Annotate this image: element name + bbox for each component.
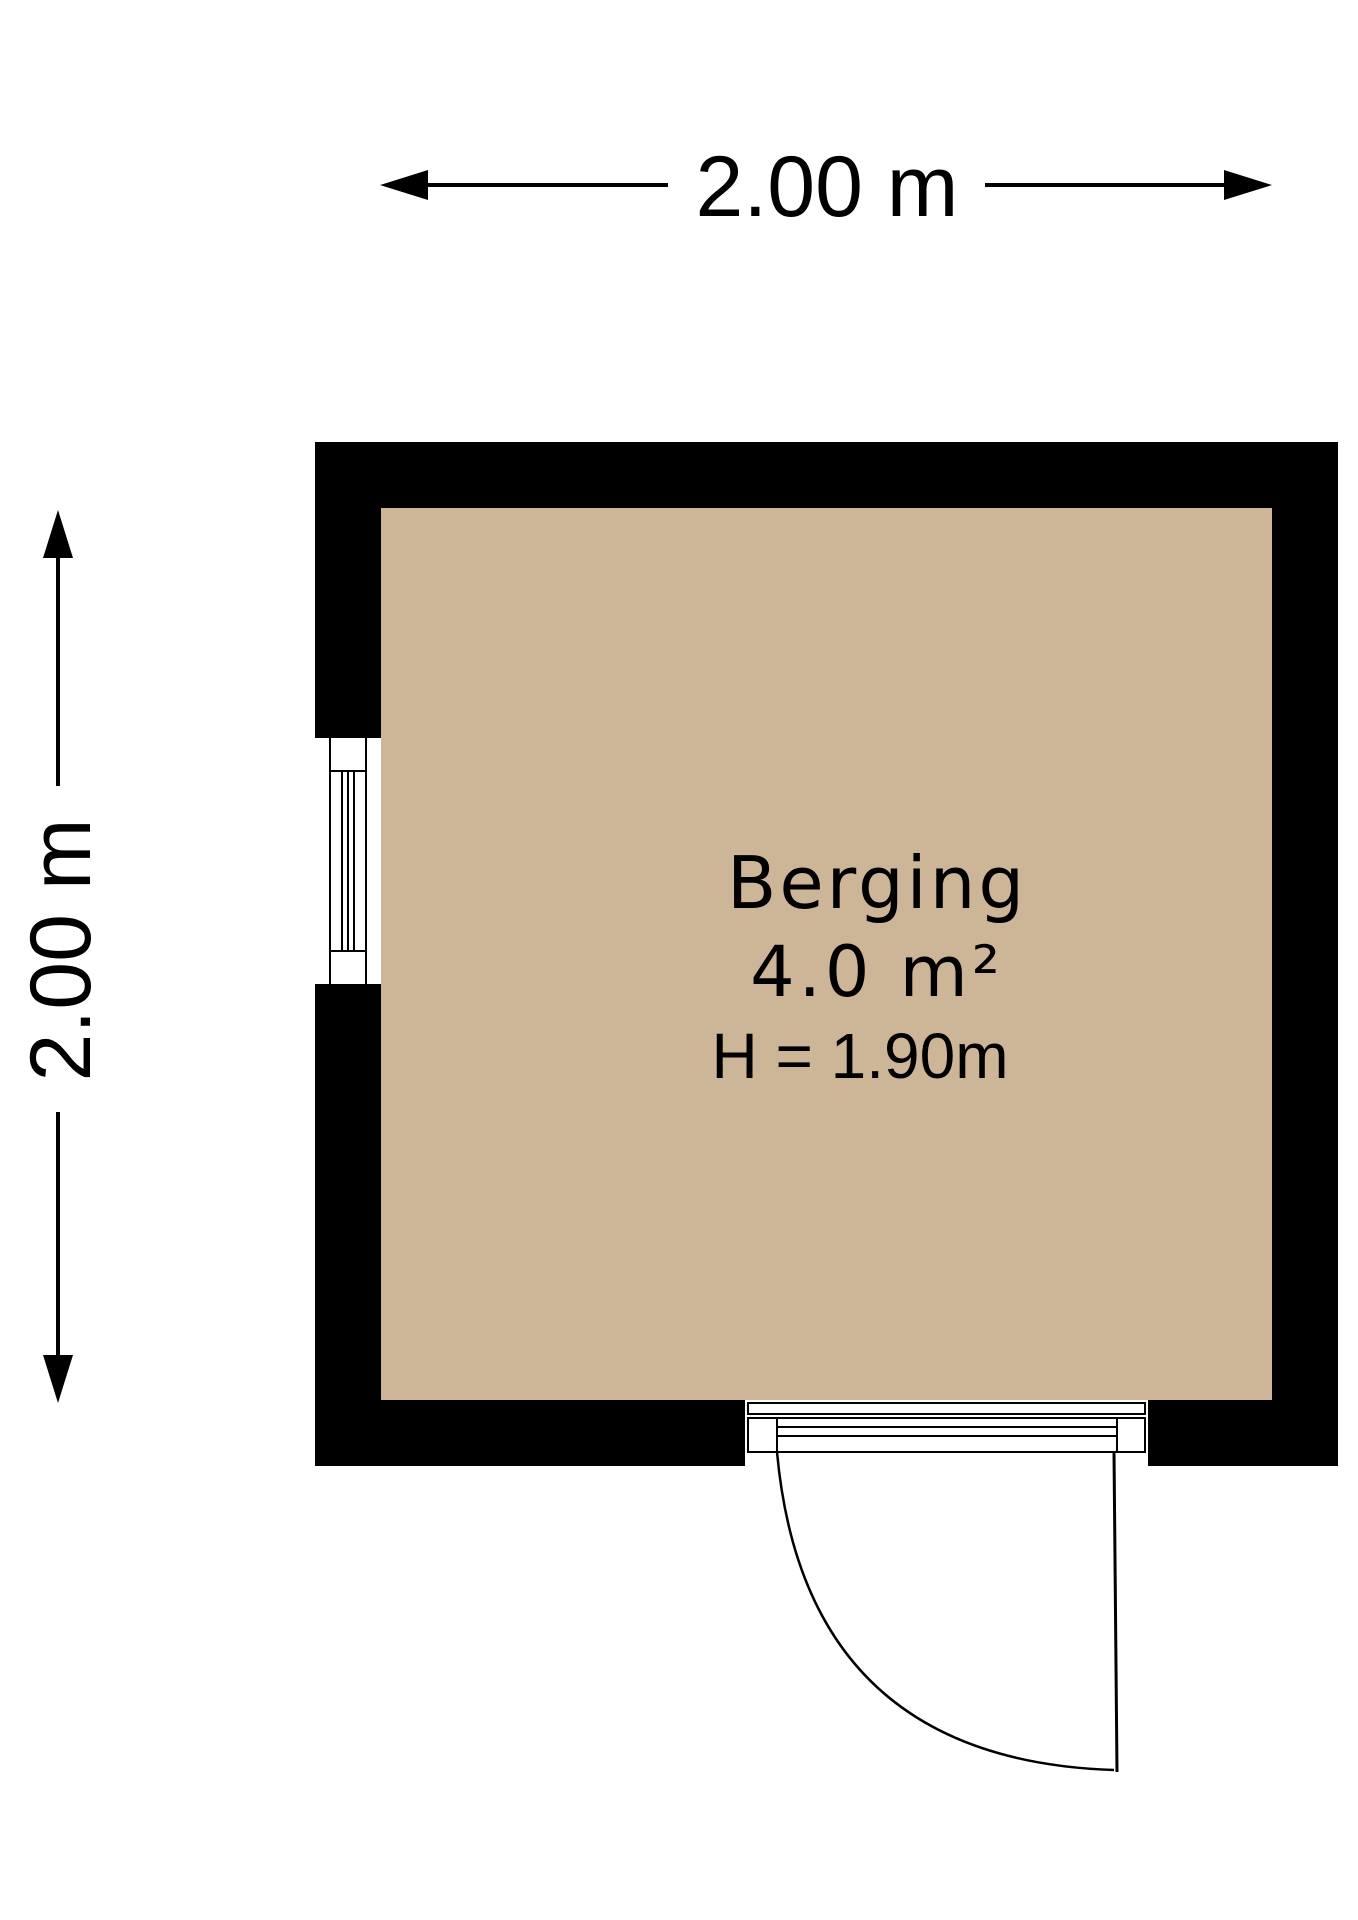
door-swing-arc [775,1451,1115,1772]
arrow-left-icon [380,170,428,200]
height-dimension-label: 2.00 m [13,819,109,1082]
room-floor [381,508,1272,1400]
width-dimension-label: 2.00 m [696,139,959,235]
room-name: Berging [727,841,1027,925]
width-dimension: 2.00 m [380,139,1272,235]
room-area: 4.0 m² [750,931,1004,1013]
room-height: H = 1.90m [711,1020,1008,1092]
window-left [315,738,381,984]
arrow-right-icon [1224,170,1272,200]
door-leaf [1112,1451,1119,1773]
door [745,1400,1148,1773]
arrow-up-icon [43,510,73,558]
arrow-down-icon [43,1355,73,1403]
height-dimension: 2.00 m [13,510,109,1403]
